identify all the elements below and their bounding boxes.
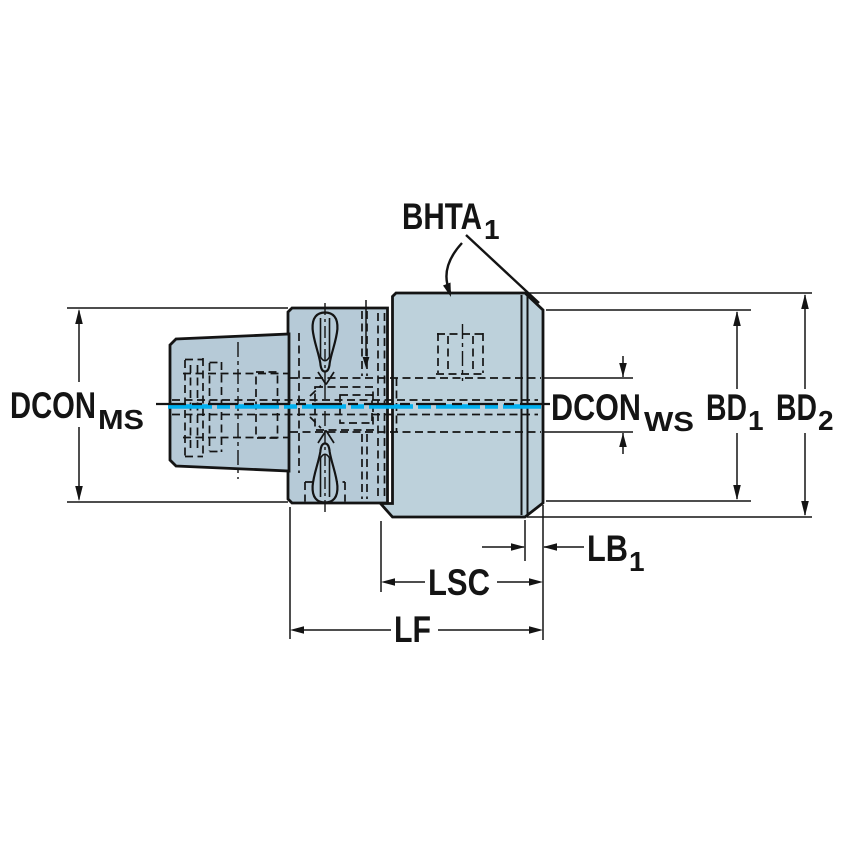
label-lf: LF [394, 609, 431, 650]
feature-axis-lines [237, 324, 464, 479]
center-line [156, 402, 551, 409]
label-bd2: BD [776, 387, 817, 428]
label-bhta1: BHTA [402, 196, 482, 237]
label-dcon-ms-sub: MS [98, 404, 144, 435]
small-arrowhead [362, 357, 370, 368]
drive-slot-upper [311, 303, 339, 385]
label-lsc: LSC [428, 562, 490, 603]
label-dcon-ms: DCON [10, 385, 96, 426]
label-bd1-sub: 1 [748, 405, 764, 436]
label-bhta1-sub: 1 [484, 214, 500, 245]
label-dcon-ws-sub: WS [644, 406, 694, 437]
label-bd2-sub: 2 [818, 405, 834, 436]
label-lb1-sub: 1 [629, 546, 645, 577]
extension-lines [67, 292, 812, 640]
label-bd1: BD [706, 387, 747, 428]
dimension-labels: BHTA 1 DCON MS DCON WS BD 1 BD 2 LB 1 LS… [10, 196, 834, 650]
flange-screw-pointer [362, 300, 370, 368]
label-lb1: LB [587, 528, 628, 569]
shank [168, 332, 291, 473]
dimension-arrowheads [75, 282, 809, 634]
label-dcon-ws: DCON [551, 387, 641, 428]
